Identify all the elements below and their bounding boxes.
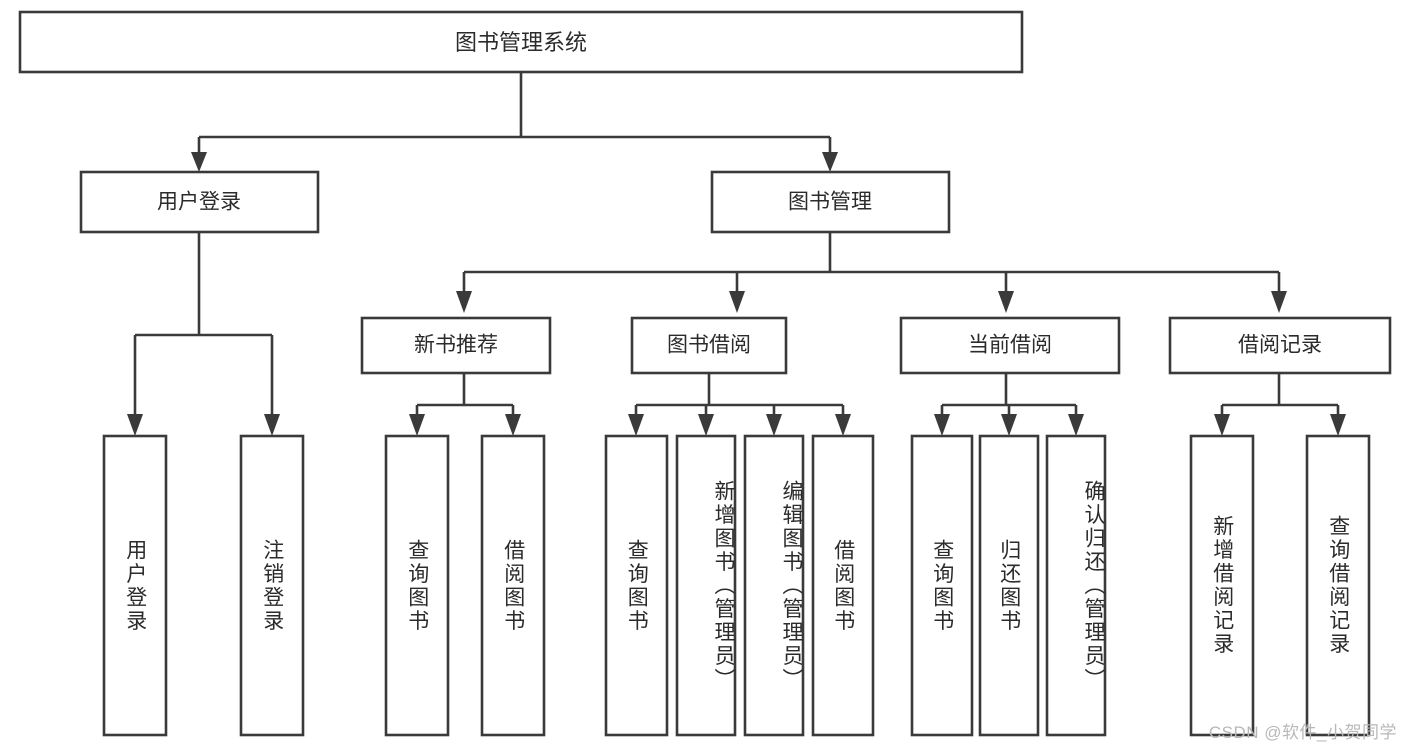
- node-root[interactable]: 图书管理系统: [18, 10, 1024, 74]
- leaf-box-bb-3[interactable]: [743, 434, 805, 737]
- node-borrow-record[interactable]: 借阅记录: [1168, 316, 1392, 375]
- arrow-cb-c3: [1068, 414, 1084, 436]
- arrow-bb-c3: [766, 414, 782, 436]
- node-book-borrow-label: 图书借阅: [667, 334, 751, 357]
- arrow-bm-c1: [456, 291, 472, 313]
- csdn-watermark: CSDN @软件_小贺同学: [1208, 723, 1397, 742]
- node-borrow-record-label: 借阅记录: [1238, 334, 1322, 357]
- leaf-box-br-2[interactable]: [1305, 434, 1371, 737]
- arrow-bm-c4: [1271, 291, 1287, 313]
- node-book-borrow-box[interactable]: [630, 316, 788, 375]
- node-current-borrow-box[interactable]: [899, 316, 1121, 375]
- node-borrow-record-box[interactable]: [1168, 316, 1392, 375]
- leaf-box-user-login-2[interactable]: [239, 434, 305, 737]
- node-book-borrow[interactable]: 图书借阅: [630, 316, 788, 375]
- node-current-borrow-label: 当前借阅: [968, 334, 1052, 357]
- leaf-box-bb-1[interactable]: [604, 434, 669, 737]
- arrow-bb-c2: [698, 414, 714, 436]
- leaf-box-bb-4[interactable]: [811, 434, 875, 737]
- arrow-user-login-c2: [264, 414, 280, 436]
- node-new-book-recommend[interactable]: 新书推荐: [360, 316, 552, 375]
- arrow-nbr-c2: [505, 414, 521, 436]
- leaf-box-bb-2[interactable]: [675, 434, 737, 737]
- arrow-user-login-c1: [127, 414, 143, 436]
- arrow-br-c1: [1214, 414, 1230, 436]
- node-user-login-box[interactable]: [79, 170, 320, 234]
- arrow-cb-c1: [934, 414, 950, 436]
- edge-layer: [127, 72, 1346, 436]
- leaf-box-br-1[interactable]: [1189, 434, 1255, 737]
- node-user-login[interactable]: 用户登录: [79, 170, 320, 234]
- leaf-box-user-login-1[interactable]: [102, 434, 168, 737]
- node-current-borrow[interactable]: 当前借阅: [899, 316, 1121, 375]
- arrow-to-book-manage: [822, 152, 838, 172]
- arrow-bb-c1: [628, 414, 644, 436]
- node-root-label: 图书管理系统: [455, 30, 587, 55]
- arrow-bb-c4: [835, 414, 851, 436]
- leaf-box-cb-2[interactable]: [978, 434, 1040, 737]
- leaf-box-cb-3[interactable]: [1045, 434, 1107, 737]
- arrow-br-c2: [1330, 414, 1346, 436]
- arrow-bm-c2: [729, 291, 745, 313]
- leaf-box-nbr-1[interactable]: [384, 434, 450, 737]
- arrow-cb-c2: [1001, 414, 1017, 436]
- node-book-manage[interactable]: 图书管理: [710, 170, 951, 234]
- leaf-box-cb-1[interactable]: [910, 434, 974, 737]
- node-root-box[interactable]: [18, 10, 1024, 74]
- leaf-box-nbr-2[interactable]: [480, 434, 546, 737]
- node-user-login-label: 用户登录: [157, 191, 241, 214]
- arrow-nbr-c1: [409, 414, 425, 436]
- node-book-manage-box[interactable]: [710, 170, 951, 234]
- node-new-book-recommend-box[interactable]: [360, 316, 552, 375]
- arrow-bm-c3: [998, 291, 1014, 313]
- arrow-to-user-login: [191, 152, 207, 172]
- node-new-book-recommend-label: 新书推荐: [414, 334, 498, 357]
- node-book-manage-label: 图书管理: [788, 191, 872, 214]
